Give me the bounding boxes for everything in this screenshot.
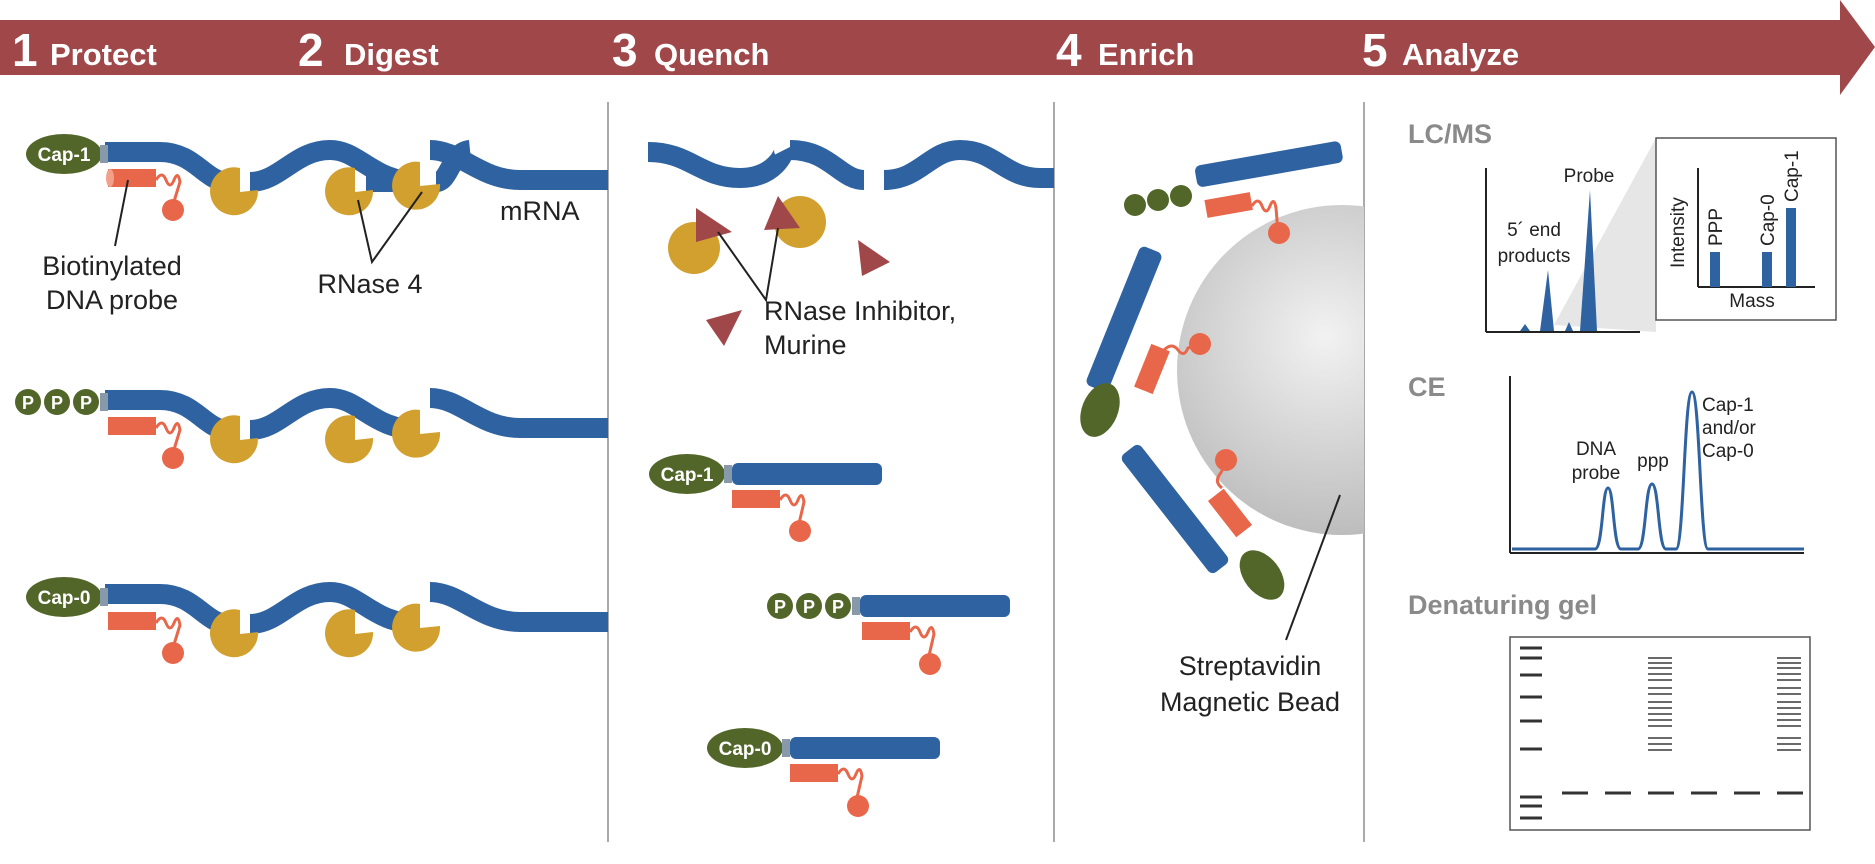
step-1-number: 1 [12, 24, 38, 76]
lcms-probe-label: Probe [1564, 166, 1615, 187]
banner-arrow [0, 0, 1875, 95]
cap1-label: Cap-1 [38, 145, 91, 166]
mass-bar [1786, 208, 1796, 287]
mass-bar-label: Cap-1 [1782, 150, 1803, 202]
inset-ylabel: Intensity [1668, 197, 1689, 268]
bead-label-line2: Magnetic Bead [1160, 687, 1340, 717]
lcms-end-label-line1: 5´ end [1507, 220, 1561, 241]
mrna-row-cap0: Cap-0 [26, 577, 608, 664]
mrna-row-ppp: P P P [15, 387, 608, 469]
mrna-label: mRNA [500, 196, 580, 226]
enrich-panel: Streptavidin Magnetic Bead [1080, 141, 1364, 717]
rnase-inhibitor-complexes [668, 196, 890, 346]
mass-bar-label: PPP [1706, 208, 1727, 246]
ce-cap-label-line2: and/or [1702, 418, 1757, 439]
cap0-label: Cap-0 [38, 588, 91, 609]
bound-fragment-left [1080, 246, 1211, 437]
inset-xlabel: Mass [1729, 291, 1774, 312]
analyze-panel: LC/MS Probe 5´ end products PPP Cap-0 Ca… [1408, 119, 1837, 831]
lcms-title: LC/MS [1408, 119, 1492, 149]
step-2-label: Digest [344, 37, 439, 72]
inhibitor-pointer [717, 227, 779, 303]
step-3-label: Quench [654, 37, 769, 72]
bead-label-line1: Streptavidin [1179, 651, 1322, 681]
rnase4-enzyme [210, 161, 441, 216]
rnase-pointer [357, 191, 423, 265]
rnase4-label: RNase 4 [317, 269, 422, 299]
probe-pointer [114, 179, 129, 247]
ce-electropherogram: DNA probe ppp Cap-1 and/or Cap-0 [1509, 376, 1804, 554]
mrna-fragments [647, 139, 1054, 190]
quench-panel: RNase Inhibitor, Murine Cap-1 P P P [647, 139, 1054, 817]
phosphate-label: P [774, 597, 786, 617]
mass-bar [1710, 252, 1720, 287]
step-5-number: 5 [1362, 24, 1388, 76]
phosphate-label: P [22, 393, 34, 413]
step-4-label: Enrich [1098, 37, 1194, 72]
ce-dna-label-line2: probe [1572, 463, 1621, 484]
ce-title: CE [1408, 372, 1446, 402]
lcms-chromatogram: Probe 5´ end products [1485, 138, 1656, 333]
bound-fragment-top [1124, 141, 1343, 244]
free-inhibitor [706, 310, 742, 346]
phosphate-label: P [80, 393, 92, 413]
step-banner: 1 Protect 2 Digest 3 Quench 4 Enrich 5 A… [0, 0, 1875, 95]
phosphate-label: P [51, 393, 63, 413]
ce-ppp-label: ppp [1637, 451, 1669, 472]
protected-ppp: P P P [767, 593, 1010, 675]
mass-bar [1762, 252, 1772, 287]
inhibitor-label-line1: RNase Inhibitor, [764, 296, 956, 326]
lcms-mass-inset: PPP Cap-0 Cap-1 Intensity Mass [1655, 137, 1837, 321]
step-2-number: 2 [298, 24, 324, 76]
mrna-strand [105, 139, 608, 192]
lcms-end-label-line2: products [1498, 246, 1571, 267]
protect-digest-panel: Cap-1 P P P [15, 134, 608, 664]
denaturing-gel [1509, 636, 1811, 831]
cap0-label: Cap-0 [719, 739, 772, 760]
free-inhibitor [858, 240, 890, 276]
gel-title: Denaturing gel [1408, 590, 1597, 620]
ce-cap-label-line3: Cap-0 [1702, 441, 1754, 462]
phosphate-label: P [832, 597, 844, 617]
step-4-number: 4 [1056, 24, 1082, 76]
protected-cap1: Cap-1 [649, 454, 882, 542]
bead-pointer [1285, 494, 1341, 641]
inhibitor-label-line2: Murine [764, 330, 847, 360]
step-1-label: Protect [50, 37, 157, 72]
step-5-label: Analyze [1402, 37, 1519, 72]
dna-probe [106, 169, 184, 221]
step-3-number: 3 [612, 24, 638, 76]
cap-oval [26, 134, 102, 174]
phosphate-label: P [803, 597, 815, 617]
probe-label-line1: Biotinylated [42, 251, 182, 281]
protected-cap0: Cap-0 [707, 728, 940, 817]
bound-fragment-bottom [1121, 444, 1285, 600]
magnetic-bead [1177, 205, 1364, 535]
ce-dna-label-line1: DNA [1576, 439, 1616, 460]
mrna-row-cap1: Cap-1 [26, 134, 608, 221]
ce-cap-label-line1: Cap-1 [1702, 395, 1754, 416]
cap1-label: Cap-1 [661, 465, 714, 486]
mass-bar-label: Cap-0 [1758, 194, 1779, 246]
probe-label-line2: DNA probe [46, 285, 178, 315]
